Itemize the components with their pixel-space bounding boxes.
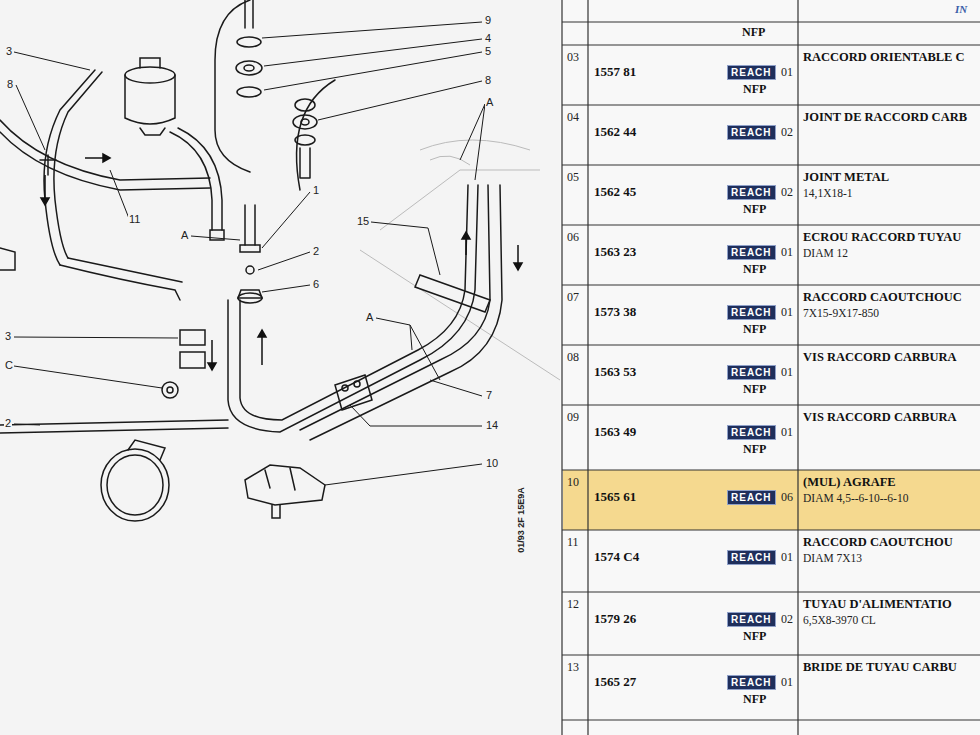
callout-number: 15 <box>356 215 370 227</box>
row-number: 13 <box>567 661 579 674</box>
quantity: 01 <box>781 246 793 259</box>
part-designation: JOINT DE RACCORD CARB <box>803 111 967 125</box>
callout-number: 4 <box>484 32 492 44</box>
callout-number: 3 <box>5 45 13 57</box>
reach-badge: REACH <box>727 185 776 200</box>
part-dimension: 7X15-9X17-850 <box>803 307 879 320</box>
row-number: 08 <box>567 351 579 364</box>
quantity: 01 <box>781 366 793 379</box>
part-reference: 1563 23 <box>594 245 636 259</box>
part-designation: RACCORD CAOUTCHOUC <box>803 291 962 305</box>
nfp-flag: NFP <box>743 693 766 706</box>
part-reference: 1579 26 <box>594 612 636 626</box>
quantity: 01 <box>781 426 793 439</box>
part-designation: (MUL) AGRAFE <box>803 476 896 490</box>
reach-badge: REACH <box>727 365 776 380</box>
callout-number: 2 <box>312 245 320 257</box>
reach-badge: REACH <box>727 550 776 565</box>
part-dimension: DIAM 4,5--6-10--6-10 <box>803 492 908 505</box>
nfp-flag: NFP <box>743 443 766 456</box>
part-designation: ECROU RACCORD TUYAU <box>803 231 961 245</box>
callout-letter: A <box>485 96 494 108</box>
reach-badge: REACH <box>727 612 776 627</box>
row-number: 10 <box>567 476 579 489</box>
quantity: 01 <box>781 551 793 564</box>
reach-badge: REACH <box>727 675 776 690</box>
part-designation: TUYAU D'ALIMENTATIO <box>803 598 952 612</box>
part-dimension: DIAM 7X13 <box>803 552 862 565</box>
part-designation: VIS RACCORD CARBURA <box>803 351 956 365</box>
part-reference: 1563 53 <box>594 365 636 379</box>
nfp-flag: NFP <box>743 630 766 643</box>
row-number: 07 <box>567 291 579 304</box>
row-number: 04 <box>567 111 579 124</box>
nfp-flag: NFP <box>743 263 766 276</box>
callout-number: 1 <box>312 184 320 196</box>
nfp-flag: NFP <box>743 203 766 216</box>
part-dimension: 14,1X18-1 <box>803 187 853 200</box>
callout-number: 2 <box>4 417 12 429</box>
callout-number: 8 <box>6 78 14 90</box>
part-designation: JOINT METAL <box>803 171 889 185</box>
row-number: 03 <box>567 51 579 64</box>
part-dimension: DIAM 12 <box>803 247 848 260</box>
part-reference: 1557 81 <box>594 65 636 79</box>
callout-number: 9 <box>484 14 492 26</box>
part-reference: 1562 44 <box>594 125 636 139</box>
part-reference: 1563 49 <box>594 425 636 439</box>
callout-number: 6 <box>312 278 320 290</box>
reach-badge: REACH <box>727 490 776 505</box>
callout-number: 7 <box>485 389 493 401</box>
row-number: 09 <box>567 411 579 424</box>
part-reference: 1565 27 <box>594 675 636 689</box>
callout-number: 14 <box>485 419 499 431</box>
quantity: 06 <box>781 491 793 504</box>
part-reference: 1574 C4 <box>594 550 639 564</box>
row-number: 05 <box>567 171 579 184</box>
drawing-reference: 01/93 2F 15E9A <box>517 487 527 553</box>
part-reference: 1565 61 <box>594 490 636 504</box>
callout-number: 10 <box>485 457 499 469</box>
reach-badge: REACH <box>727 125 776 140</box>
callout-number: 5 <box>484 45 492 57</box>
nfp-flag: NFP <box>743 83 766 96</box>
quantity: 02 <box>781 186 793 199</box>
part-designation: RACCORD CAOUTCHOU <box>803 536 953 550</box>
callout-number: 11 <box>128 213 141 225</box>
nfp-flag: NFP <box>743 323 766 336</box>
row-number: 11 <box>567 536 579 549</box>
callout-letter: A <box>180 229 189 241</box>
quantity: 01 <box>781 676 793 689</box>
reach-badge: REACH <box>727 245 776 260</box>
part-designation: RACCORD ORIENTABLE C <box>803 51 965 65</box>
row-number: 12 <box>567 598 579 611</box>
quantity: 02 <box>781 613 793 626</box>
part-dimension: 6,5X8-3970 CL <box>803 614 876 627</box>
nfp-flag: NFP <box>743 383 766 396</box>
part-reference: 1562 45 <box>594 185 636 199</box>
part-designation: VIS RACCORD CARBURA <box>803 411 956 425</box>
part-reference: 1573 38 <box>594 305 636 319</box>
quantity: 02 <box>781 126 793 139</box>
row-number: 06 <box>567 231 579 244</box>
quantity: 01 <box>781 66 793 79</box>
callout-number: 8 <box>484 74 492 86</box>
reach-badge: REACH <box>727 65 776 80</box>
part-designation: BRIDE DE TUYAU CARBU <box>803 661 957 675</box>
catalog-mark: IN <box>955 3 967 15</box>
column-header: NFP <box>742 26 765 39</box>
quantity: 01 <box>781 306 793 319</box>
reach-badge: REACH <box>727 305 776 320</box>
callout-number: 3 <box>4 330 12 342</box>
reach-badge: REACH <box>727 425 776 440</box>
callout-letter: C <box>4 359 14 371</box>
callout-letter: A <box>365 311 374 323</box>
